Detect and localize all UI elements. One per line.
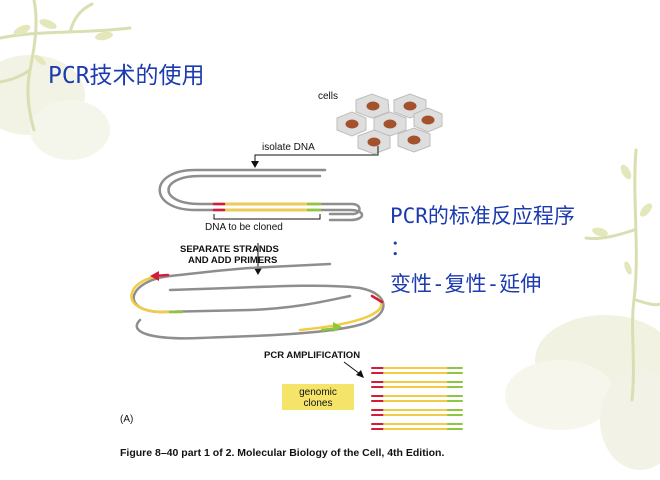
clone-pair [371, 367, 463, 374]
cell-nucleus [421, 115, 435, 125]
clone-pair [371, 381, 463, 388]
separated-strands [130, 262, 385, 340]
twig-top-left [0, 0, 132, 132]
label-isolate-dna: isolate DNA [262, 142, 315, 153]
separate-arrowhead [254, 268, 262, 275]
strand-top [132, 262, 352, 314]
leaves-right [592, 164, 652, 275]
primer-red [370, 294, 384, 304]
background-blotches [0, 55, 660, 470]
genomic-clones-box [282, 384, 354, 410]
cell-cluster [336, 93, 443, 155]
cell-nucleus [345, 119, 359, 129]
label-pcr-amplification: PCR AMPLIFICATION [264, 350, 360, 361]
leaves-top-left [13, 19, 113, 66]
cell-nucleus [367, 137, 381, 147]
pcr-procedure-steps: 变性-复性-延伸 [390, 272, 542, 296]
clone-pair [371, 395, 463, 402]
strand-target [130, 274, 178, 314]
label-genomic: genomic [299, 387, 337, 398]
twig-right [584, 148, 660, 402]
genomic-clones [371, 367, 463, 430]
cell-nucleus [383, 119, 397, 129]
cell-nucleus [403, 101, 417, 111]
isolate-arrow [254, 146, 379, 163]
clone-pair [371, 409, 463, 416]
label-clones: clones [304, 398, 333, 409]
label-dna-to-be-cloned: DNA to be cloned [205, 222, 283, 233]
label-separate-strands: SEPARATE STRANDS [180, 244, 279, 255]
strand-bottom [135, 284, 385, 340]
primer-arrowhead-green [333, 322, 342, 332]
slide-title: PCR技术的使用 [48, 63, 205, 89]
pcr-procedure-colon: ： [390, 236, 411, 260]
genomic-dna [158, 168, 364, 222]
cell-nucleus [407, 135, 421, 145]
label-panel-a: (A) [120, 414, 133, 425]
pcr-procedure-heading: PCR的标准反应程序 [390, 204, 575, 228]
isolate-arrowhead [251, 161, 259, 168]
primer-arrowhead-red [150, 271, 159, 281]
cloned-region-bracket [213, 214, 321, 220]
label-add-primers: AND ADD PRIMERS [188, 255, 277, 266]
amplification-arrowhead [356, 370, 364, 378]
figure-caption: Figure 8–40 part 1 of 2. Molecular Biolo… [120, 447, 445, 459]
clone-pair [371, 423, 463, 430]
cell-nucleus [366, 101, 380, 111]
label-cells: cells [318, 91, 338, 102]
amplification-arrow [343, 361, 361, 375]
